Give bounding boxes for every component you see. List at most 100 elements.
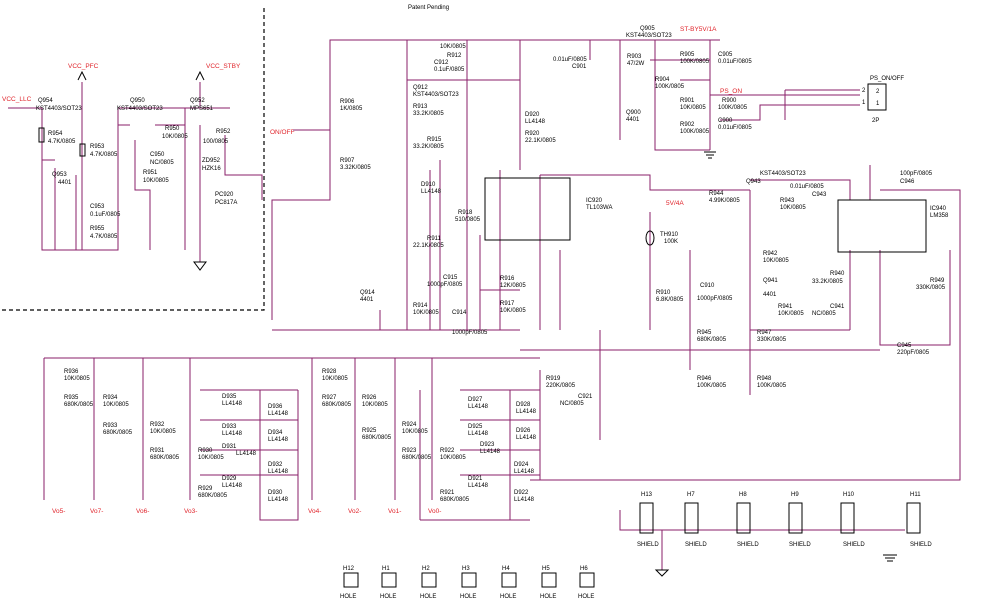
net-ps-on: PS_ON: [720, 88, 742, 95]
r921-value: 680K/0805: [440, 497, 470, 503]
d930-label: D930: [268, 490, 283, 496]
r946-value: 100K/0805: [697, 383, 727, 389]
d931-label: D931: [222, 444, 237, 450]
r930-label: R930: [198, 448, 213, 454]
r955-value: 4.7K/0805: [90, 234, 118, 240]
d934-value: LL4148: [268, 437, 289, 443]
c953-label: C953: [90, 204, 105, 210]
d927-label: D927: [468, 397, 483, 403]
hole-h12-body: [343, 572, 359, 588]
d932-label: D932: [268, 462, 283, 468]
r915-value: 33.2K/0805: [413, 144, 444, 150]
d929-value: LL4148: [222, 483, 243, 489]
r903-label: R903: [627, 54, 642, 60]
c943-value: 0.01uF/0805: [790, 184, 824, 190]
shield-h11-label: SHIELD: [910, 542, 932, 548]
r925-value: 680K/0805: [362, 435, 392, 441]
r924-label: R924: [402, 422, 417, 428]
c901-value: 0.01uF/0805: [553, 57, 587, 63]
r924-value: 10K/0805: [402, 429, 428, 435]
shield-h11-ref: H11: [910, 492, 921, 498]
d934-label: D934: [268, 430, 283, 436]
d910-value: LL4148: [421, 189, 442, 195]
r930-value: 10K/0805: [198, 455, 224, 461]
d920-value: LL4148: [525, 119, 546, 125]
c941-value: NC/0805: [812, 311, 836, 317]
q914-label: Q914: [360, 290, 375, 296]
net-on-off: ON/OFF: [270, 129, 295, 136]
ps-on-off-connector-body: [867, 83, 887, 111]
r920-label: R920: [525, 131, 540, 137]
ic940-value: LM358: [930, 213, 949, 219]
r945-value: 680K/0805: [697, 337, 727, 343]
hole-h12-label: HOLE: [340, 594, 356, 600]
r920-value: 22.1K/0805: [525, 138, 556, 144]
d926-value: LL4148: [516, 435, 537, 441]
r914-label: R914: [413, 303, 428, 309]
d925-value: LL4148: [468, 431, 489, 437]
c912-label: C912: [434, 60, 449, 66]
r902-value: 100K/0805: [680, 129, 710, 135]
r943-value: 10K/0805: [780, 205, 806, 211]
r934-label: R934: [103, 395, 118, 401]
r922-value: 10K/0805: [440, 455, 466, 461]
q943-label: Q943: [746, 179, 761, 185]
c950-label: C950: [150, 152, 165, 158]
d923-value: LL4148: [480, 449, 501, 455]
q954-label: Q954: [38, 98, 53, 104]
c915-label: C915: [443, 275, 458, 281]
q900-value: 4401: [626, 117, 640, 123]
d923-label: D923: [480, 442, 495, 448]
net-vo2: Vo2-: [348, 508, 361, 515]
standby-block: VCC_LLC VCC_PFC VCC_STBY Q954 KST4403/SO…: [2, 63, 263, 271]
r953-value: 4.7K/0805: [90, 152, 118, 158]
d921-value: LL4148: [468, 483, 489, 489]
c921-label: C921: [578, 394, 593, 400]
r918-label: R918: [458, 210, 473, 216]
hole-h1-ref: H1: [382, 566, 390, 572]
q912-label: Q912: [413, 85, 428, 91]
d922-label: D922: [514, 490, 529, 496]
r936-label: R936: [64, 369, 79, 375]
shield-h7-body: [684, 502, 699, 534]
c915-value: 1000pF/0805: [427, 282, 463, 288]
r931-value: 680K/0805: [150, 455, 180, 461]
d927-value: LL4148: [468, 404, 489, 410]
r952-value: 100/0805: [203, 139, 229, 145]
hole-h4-label: HOLE: [500, 594, 516, 600]
r916-value: 12K/0805: [500, 283, 526, 289]
hole-h3-label: HOLE: [460, 594, 476, 600]
hole-h6-body: [579, 572, 595, 588]
r949-value: 330K/0805: [916, 285, 946, 291]
r901-value: 10K/0805: [680, 105, 706, 111]
d931-value: LL4148: [236, 451, 257, 457]
th910-body: [645, 230, 655, 246]
d933-label: D933: [222, 424, 237, 430]
q953-value: 4401: [58, 180, 72, 186]
r900-label: R900: [722, 98, 737, 104]
hole-h3-ref: H3: [462, 566, 470, 572]
ic920-label: IC920: [586, 198, 603, 204]
q953-label: Q953: [52, 172, 67, 178]
r910-label: R910: [656, 290, 671, 296]
r921-label: R921: [440, 490, 455, 496]
ps-on-block: ST-BY5V/1A PS_ON Q905 KST4403/SOT23 0.01…: [553, 26, 904, 159]
q943-value: KST4403/SOT23: [760, 171, 806, 177]
r951-label: R951: [143, 170, 158, 176]
r910-value: 6.8K/0805: [656, 297, 684, 303]
net-vo4: Vo4-: [308, 508, 321, 515]
r929-label: R929: [198, 486, 213, 492]
r907-label: R907: [340, 158, 355, 164]
c910-label: C910: [700, 283, 715, 289]
r901-label: R901: [680, 98, 695, 104]
net-vcc-stby: VCC_STBY: [206, 63, 241, 70]
r905-value: 100K/0805: [680, 59, 710, 65]
zd952-label: ZD952: [202, 158, 221, 164]
r955-label: R955: [90, 226, 105, 232]
patent-note: Patent Pending: [408, 5, 449, 11]
d936-value: LL4148: [268, 411, 289, 417]
hole-h12-ref: H12: [343, 566, 355, 572]
r944-value: 4.99K/0805: [709, 198, 740, 204]
r942-value: 10K/0805: [763, 258, 789, 264]
ps-conn-pin-1: 1: [862, 100, 866, 106]
